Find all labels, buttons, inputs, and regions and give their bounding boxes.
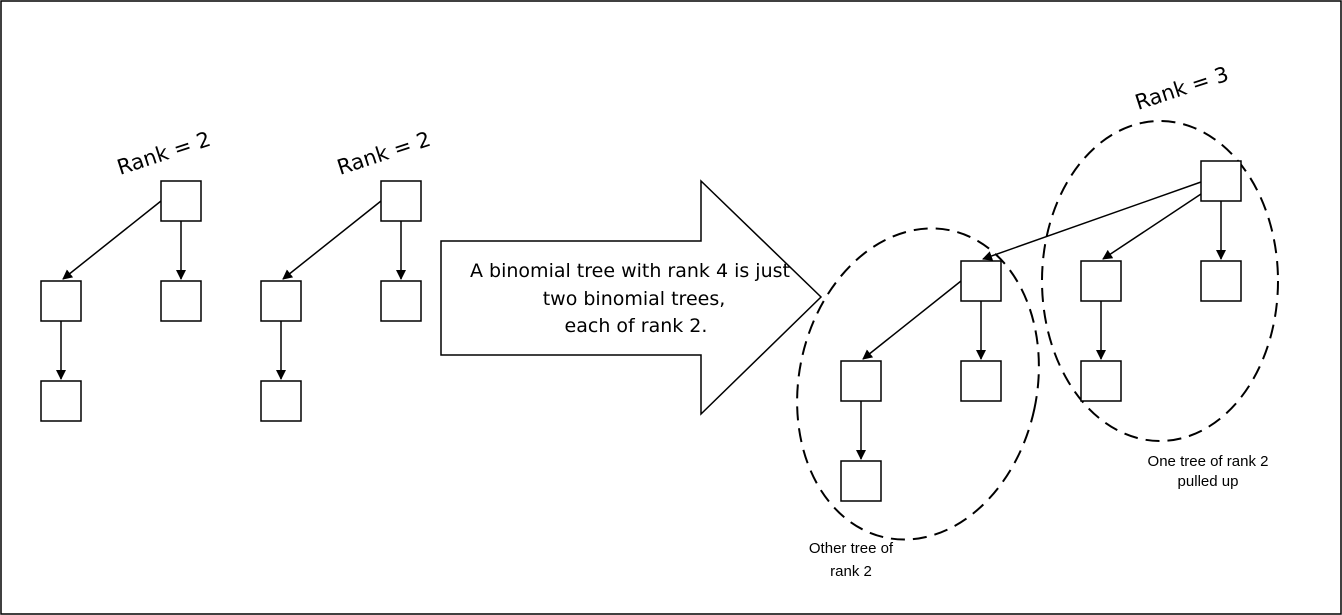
- edge: [982, 181, 1202, 261]
- tree-node: [40, 380, 82, 422]
- tree-node: [260, 380, 302, 422]
- tree-node-root: [380, 180, 422, 222]
- tree-node: [840, 360, 882, 402]
- tree-node: [840, 460, 882, 502]
- edge: [282, 200, 382, 280]
- caption-other-tree-line2: rank 2: [830, 563, 872, 580]
- left-tree-1: Rank = 2: [40, 127, 214, 422]
- tree-node: [260, 280, 302, 322]
- tree-node-root: [1200, 160, 1242, 202]
- tree-node: [1080, 360, 1122, 402]
- edge: [862, 280, 962, 360]
- caption-one-tree-line2: pulled up: [1178, 473, 1239, 490]
- tree-node: [160, 280, 202, 322]
- edge: [62, 200, 162, 280]
- block-arrow-shape: [440, 179, 823, 416]
- caption-other-tree-line1: Other tree of: [809, 540, 894, 557]
- tree-node: [40, 280, 82, 322]
- tree-node: [1200, 260, 1242, 302]
- tree-node: [960, 260, 1002, 302]
- arrow-text-line1: A binomial tree with rank 4 is just: [470, 260, 790, 282]
- edge: [1102, 193, 1202, 260]
- caption-one-tree-line1: One tree of rank 2: [1148, 453, 1269, 470]
- dashed-ellipse-one-tree: [1041, 120, 1279, 442]
- tree-node-root: [160, 180, 202, 222]
- tree-node: [380, 280, 422, 322]
- arrow-text-line3: each of rank 2.: [565, 315, 708, 337]
- dashed-ellipse-other-tree: [796, 227, 1040, 541]
- arrow-text-line2: two binomial trees,: [543, 288, 726, 310]
- tree-node: [960, 360, 1002, 402]
- big-arrow: A binomial tree with rank 4 is just two …: [440, 179, 823, 416]
- tree-node: [1080, 260, 1122, 302]
